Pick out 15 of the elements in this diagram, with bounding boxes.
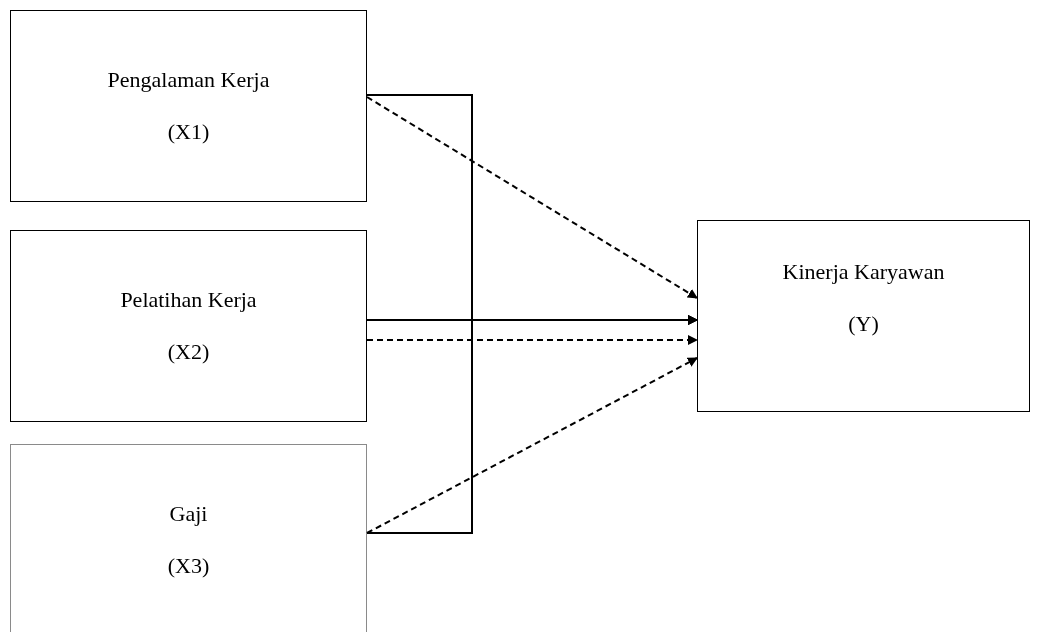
variable-label: (X3) [167,553,210,579]
variable-label: (Y) [848,311,879,337]
box-title: Kinerja Karyawan [782,259,945,285]
box-title: Pelatihan Kerja [120,287,257,313]
box-title: Gaji [169,501,208,527]
text-box [697,220,1030,412]
variable-label: (X2) [167,339,210,365]
arrow [366,315,698,534]
variable-label: (X1) [167,119,210,145]
box-title: Pengalaman Kerja [107,67,270,93]
arrow [366,357,698,534]
text-box [10,230,367,422]
arrow [366,335,698,345]
text-box [10,10,367,202]
text-box [10,444,367,632]
